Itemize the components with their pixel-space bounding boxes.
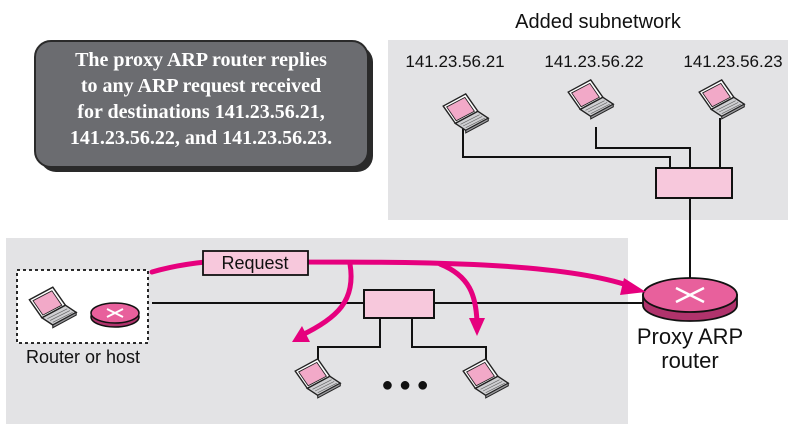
host-address-3: 141.23.56.23: [683, 52, 782, 71]
request-arrow-to-laptop-2: [437, 261, 480, 325]
request-label: Request: [221, 253, 288, 273]
host-address-1: 141.23.56.21: [405, 52, 504, 71]
arrowheads: [292, 278, 646, 342]
callout-box: The proxy ARP router replies to any ARP …: [34, 40, 373, 172]
local-switch: [363, 289, 435, 319]
host-address-2: 141.23.56.22: [544, 52, 643, 71]
proxy-router-icon: [642, 277, 738, 322]
callout-line-3: for destinations 141.23.56.21,: [77, 101, 324, 123]
subnet-title: Added subnetwork: [515, 11, 682, 33]
proxy-label-line-1: Proxy ARP: [637, 324, 743, 349]
callout-line-2: to any ARP request received: [81, 75, 321, 97]
origin-router-icon: [90, 302, 140, 328]
subnet-links: [462, 118, 721, 288]
callout-line-4: 141.23.56.22, and 141.23.56.23.: [70, 127, 332, 149]
ellipsis: ● ● ●: [381, 374, 428, 396]
origin-label: Router or host: [26, 347, 140, 367]
proxy-label-line-2: router: [661, 348, 718, 373]
request-label-box: [202, 250, 309, 276]
arrowhead-proxy: [620, 278, 646, 295]
request-arrow-to-laptop-1: [297, 261, 354, 339]
arrowhead-laptop-2: [469, 318, 485, 336]
arrowhead-laptop-1: [292, 326, 310, 342]
callout-line-1: The proxy ARP router replies: [75, 49, 327, 71]
subnet-switch: [655, 167, 733, 199]
